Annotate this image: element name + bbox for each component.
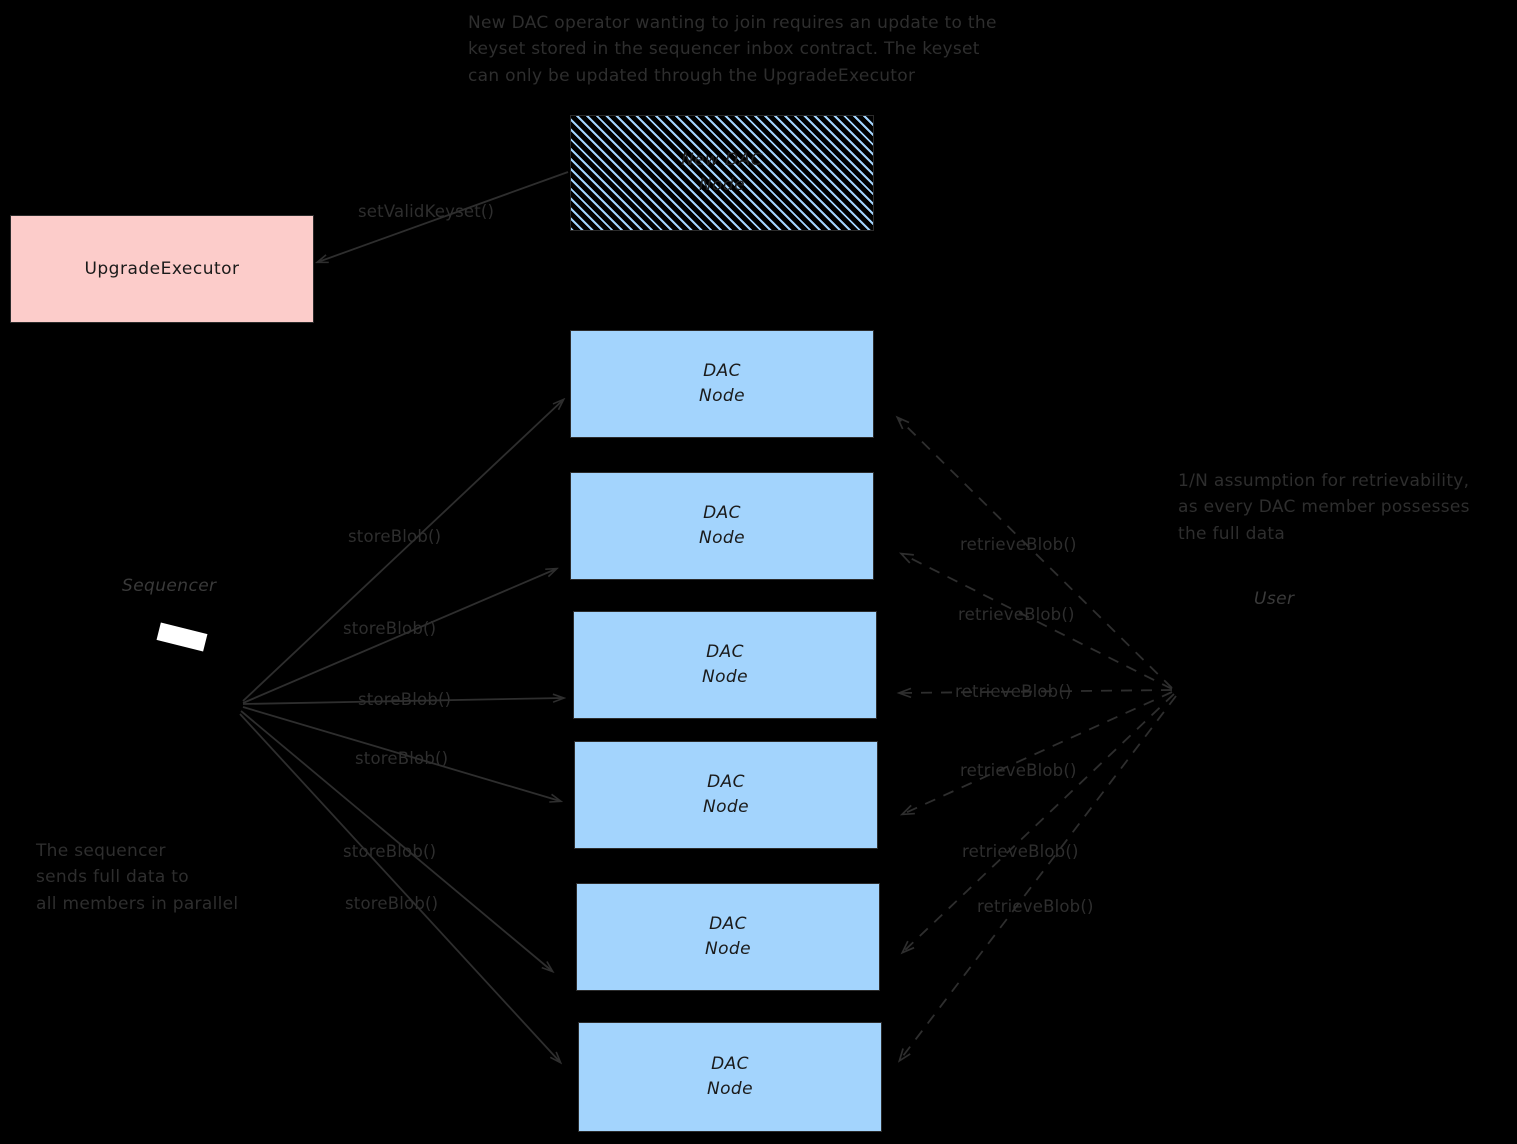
edge-label-store-blob-2: storeBlob() [343,619,437,638]
right-annotation: 1/N assumption for retrievability, as ev… [1178,471,1470,544]
edge-label-store-blob-4: storeBlob() [355,749,449,768]
arrow-store-blob-1 [242,400,563,702]
dac-node-3-line1: DAC [706,642,744,663]
arrow-store-blob-5 [240,710,552,971]
dac-node-box-2[interactable]: DAC Node [570,472,874,580]
new-dac-node-line2: Node [699,175,745,195]
dac-node-1-line1: DAC [703,361,741,382]
arrow-retrieve-blob-2 [898,552,1173,690]
dac-node-box-4[interactable]: DAC Node [574,741,878,849]
arrow-store-blob-6 [239,713,560,1062]
new-dac-node-line1: New DAC [681,150,763,171]
dac-node-6-line1: DAC [711,1054,749,1075]
bottom-left-annotation: The sequencer sends full data to all mem… [36,841,239,914]
dac-node-box-1[interactable]: DAC Node [570,330,874,438]
dac-node-5-line1: DAC [709,914,747,935]
edge-label-store-blob-5: storeBlob() [343,842,437,861]
edge-label-store-blob-1: storeBlob() [348,527,442,546]
dac-node-3-line2: Node [702,667,748,687]
dac-node-2-line2: Node [699,528,745,548]
top-annotation: New DAC operator wanting to join require… [468,13,997,86]
arrow-retrieve-blob-6 [897,695,1177,1063]
edge-label-retrieve-blob-4: retrieveBlob() [960,761,1077,780]
dac-node-box-3[interactable]: DAC Node [573,611,877,719]
upgrade-executor-label: UpgradeExecutor [84,259,240,279]
arrow-retrieve-blob-4 [899,691,1173,816]
arrow-store-blob-3 [242,698,563,705]
sequencer-label: Sequencer [122,576,217,596]
user-label: User [1254,589,1295,609]
arrow-set-valid-keyset [318,171,569,262]
arrow-retrieve-blob-3 [896,687,1173,699]
edge-label-retrieve-blob-6: retrieveBlob() [977,897,1094,916]
dac-node-6-line2: Node [707,1079,753,1099]
dac-node-box-6[interactable]: DAC Node [578,1022,882,1132]
dac-node-4-line1: DAC [707,772,745,793]
edge-label-retrieve-blob-1: retrieveBlob() [960,535,1077,554]
dac-node-1-line2: Node [699,386,745,406]
edge-label-set-valid-keyset: setValidKeyset() [358,202,495,221]
dac-node-2-line1: DAC [703,503,741,524]
edge-label-store-blob-3: storeBlob() [358,690,452,709]
edge-label-retrieve-blob-3: retrieveBlob() [955,682,1072,701]
dac-node-box-5[interactable]: DAC Node [576,883,880,991]
new-dac-node-box[interactable]: New DAC Node [570,115,874,231]
dac-node-5-line2: Node [705,939,751,959]
arrow-store-blob-2 [242,569,556,704]
arrow-retrieve-blob-1 [895,415,1173,689]
dac-node-4-line2: Node [703,797,749,817]
edge-label-retrieve-blob-2: retrieveBlob() [958,605,1075,624]
upgrade-executor-box[interactable]: UpgradeExecutor [10,215,314,323]
arrow-store-blob-4 [242,706,560,801]
edge-label-retrieve-blob-5: retrieveBlob() [962,842,1079,861]
arrow-retrieve-blob-5 [900,693,1175,955]
edge-label-store-blob-6: storeBlob() [345,894,439,913]
